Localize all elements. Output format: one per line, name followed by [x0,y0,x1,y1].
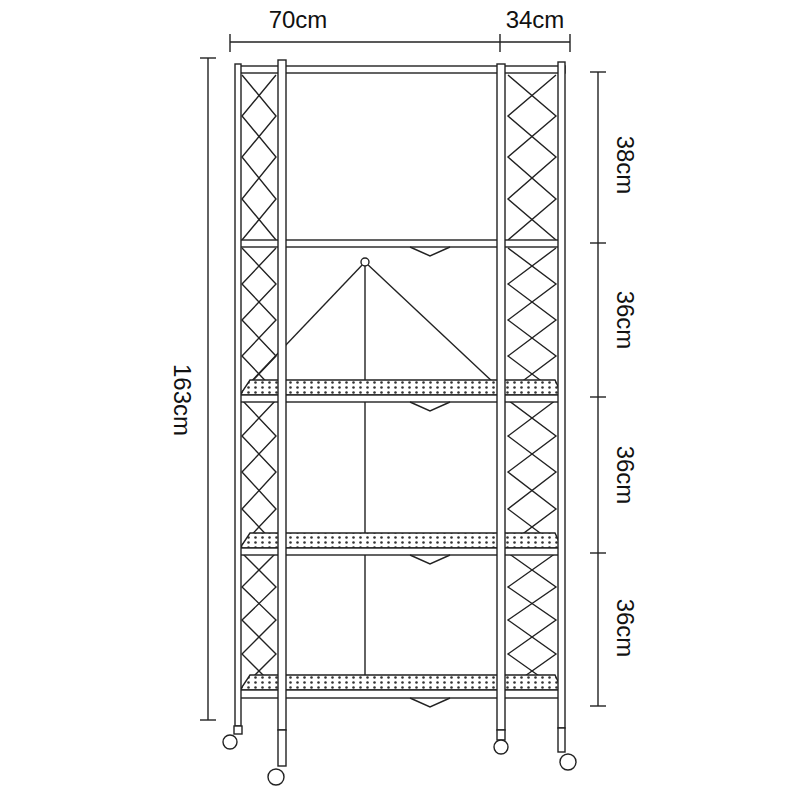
dimension-label: 38cm [611,134,639,197]
dimension-label: 70cm [267,6,330,34]
dimension-label: 163cm [168,362,196,438]
dimension-label: 36cm [611,444,639,507]
dimension-label: 36cm [611,597,639,660]
dimension-label: 36cm [611,289,639,352]
dimension-label: 34cm [504,6,567,34]
